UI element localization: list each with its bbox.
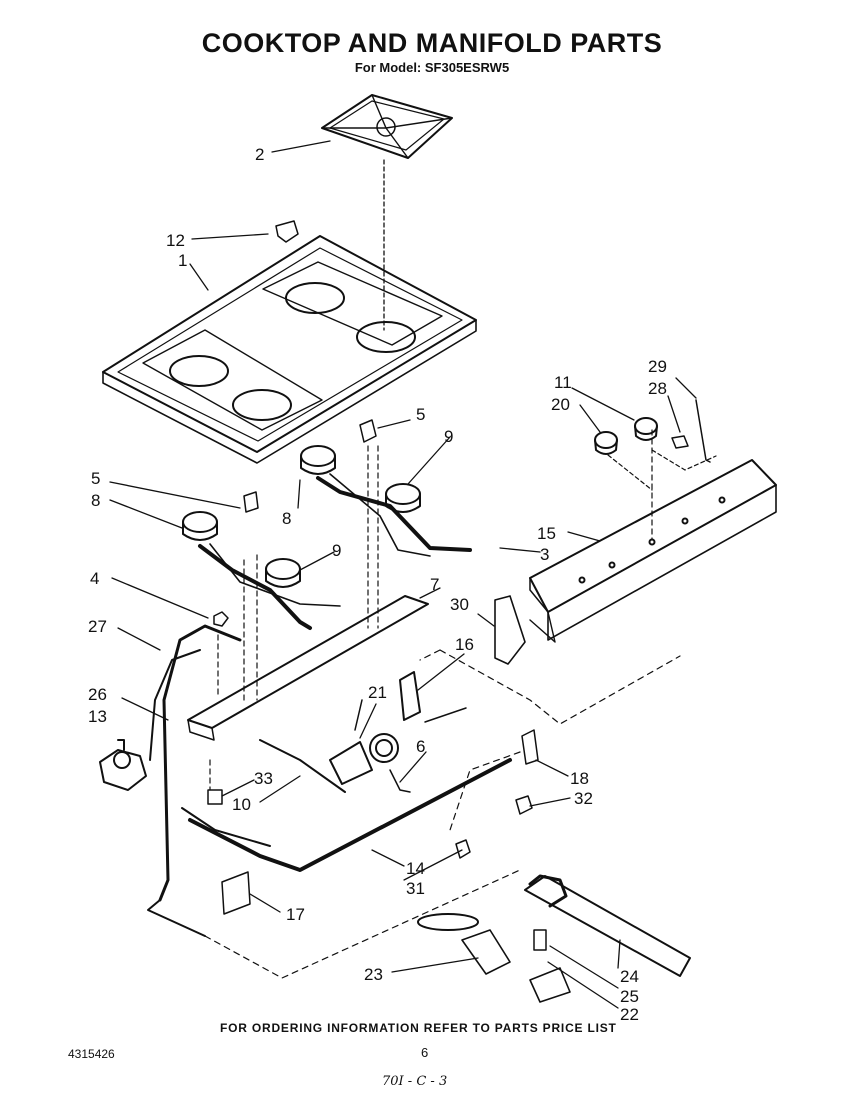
dashed-enclosure (204, 649, 681, 979)
callout-26: 26 (88, 685, 107, 704)
callout-24: 24 (620, 967, 639, 986)
callout-30: 30 (450, 595, 469, 614)
callout-21: 21 (368, 683, 387, 702)
main-valve (99, 739, 147, 791)
callout-23: 23 (364, 965, 383, 984)
surface-burners (182, 419, 472, 630)
callout-20: 20 (551, 395, 570, 414)
callout-28: 28 (648, 379, 667, 398)
manifold-rail (494, 459, 777, 665)
callout-11: 11 (554, 373, 572, 392)
callout-16: 16 (455, 635, 474, 654)
burner-grate (321, 94, 453, 159)
oven-burner-assembly (417, 874, 691, 1003)
control-knobs (594, 399, 717, 491)
ignition-components (329, 671, 467, 793)
page-number: 6 (421, 1045, 429, 1060)
callout-25: 25 (620, 987, 639, 1006)
callout-labels: 2 12 1 5 9 5 8 8 9 3 15 4 27 26 13 7 30 … (88, 145, 667, 1024)
callout-3: 3 (540, 545, 549, 564)
callout-12: 12 (166, 231, 185, 250)
callout-9-upper: 9 (444, 427, 453, 446)
callout-4: 4 (90, 569, 99, 588)
ordering-note: FOR ORDERING INFORMATION REFER TO PARTS … (220, 1021, 617, 1035)
callout-18: 18 (570, 769, 589, 788)
callout-5-upper: 5 (416, 405, 425, 424)
callout-13: 13 (88, 707, 107, 726)
callout-10: 10 (232, 795, 251, 814)
manifold-bracket (187, 595, 429, 741)
callout-15: 15 (537, 524, 556, 543)
callout-9-lower: 9 (332, 541, 341, 560)
callout-22: 22 (620, 1005, 639, 1024)
model-subtitle: For Model: SF305ESRW5 (354, 60, 510, 75)
callout-8-lower: 8 (91, 491, 100, 510)
callout-32: 32 (574, 789, 593, 808)
gas-tubing (147, 624, 512, 937)
callout-1: 1 (178, 251, 187, 270)
callout-27: 27 (88, 617, 107, 636)
handwritten-code: 70I - C - 3 (382, 1074, 448, 1089)
assembly-leader-lines (209, 429, 653, 791)
cooktop-panel (102, 220, 477, 464)
callout-14: 14 (406, 859, 425, 878)
callout-leaders (109, 140, 697, 1009)
callout-31: 31 (406, 879, 425, 898)
callout-17: 17 (286, 905, 305, 924)
callout-29: 29 (648, 357, 667, 376)
callout-33: 33 (254, 769, 273, 788)
callout-6: 6 (416, 737, 425, 756)
callout-8-upper: 8 (282, 509, 291, 528)
callout-7: 7 (430, 575, 439, 594)
callout-5-lower: 5 (91, 469, 100, 488)
document-number: 4315426 (68, 1047, 115, 1061)
small-hardware (207, 611, 539, 915)
callout-2: 2 (255, 145, 264, 164)
page-title: COOKTOP AND MANIFOLD PARTS (201, 28, 663, 58)
